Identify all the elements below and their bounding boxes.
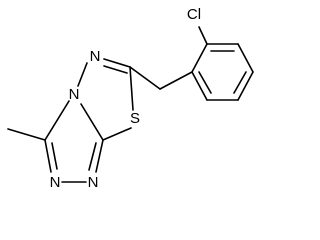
- bond-ch2-aryl: [159, 71, 193, 90]
- bond: [103, 58, 131, 68]
- bond: [44, 139, 52, 173]
- atom-label-cl: Cl: [187, 6, 201, 23]
- bond: [129, 66, 134, 111]
- atom-label-n-bottom-right: N: [88, 174, 99, 191]
- bond-c-cl: [198, 26, 208, 45]
- bond: [95, 139, 104, 173]
- double-bond-inner: [88, 142, 97, 171]
- atom-label-n-bridge: N: [69, 86, 80, 103]
- bond: [44, 100, 70, 141]
- benzene-ring: [191, 43, 254, 101]
- bond: [191, 43, 208, 73]
- atom-label-n-bottom-left: N: [50, 174, 61, 191]
- thiadiazole-ring: [77, 58, 134, 141]
- bond: [102, 127, 132, 141]
- bond: [191, 71, 208, 101]
- double-bond-inner: [233, 71, 247, 94]
- bond: [77, 62, 88, 87]
- double-bond-inner: [103, 65, 128, 74]
- molecule-structure: Cl N N S N N: [7, 6, 254, 191]
- double-bond-inner: [51, 142, 58, 170]
- bond: [237, 71, 254, 101]
- double-bond-inner: [198, 71, 212, 94]
- bond: [237, 43, 254, 73]
- bond-ch2-c6: [129, 66, 161, 90]
- triazole-ring: [44, 100, 104, 183]
- atom-label-s: S: [130, 110, 140, 127]
- bond-methyl: [7, 128, 46, 141]
- atom-label-n-imine: N: [90, 48, 101, 65]
- bond: [80, 103, 104, 141]
